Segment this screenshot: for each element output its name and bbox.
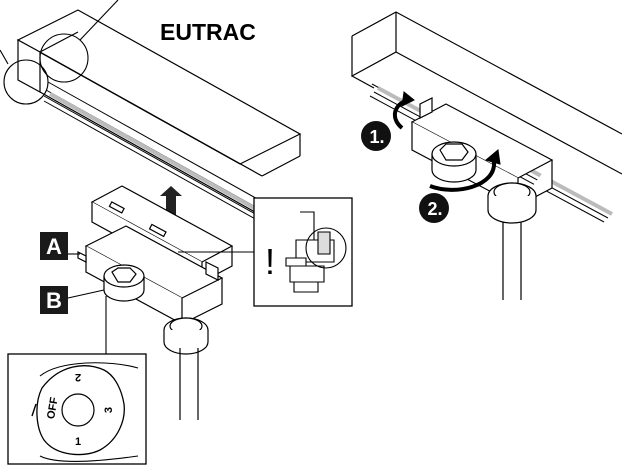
dial-pos-2: 2 (75, 371, 81, 383)
callout-circle-small (39, 33, 89, 83)
warning-mark: ! (265, 241, 275, 282)
callout-b: B (40, 286, 105, 314)
step-1-badge: 1. (361, 121, 391, 151)
dial-pos-1: 1 (75, 436, 81, 448)
step-2-label: 2. (427, 199, 442, 219)
dial-pos-3: 3 (103, 407, 115, 413)
callout-circle-large (3, 59, 49, 105)
dial-off-label: OFF (45, 396, 61, 420)
rotate-arrow-2-icon (429, 149, 501, 192)
adapter-right (410, 97, 554, 300)
brand-label: EUTRAC (160, 19, 256, 45)
step-2-badge: 2. (419, 193, 449, 223)
callout-b-label: B (46, 288, 62, 313)
track-end-left (16, 9, 302, 226)
track-right (351, 11, 622, 223)
step-1-label: 1. (369, 127, 384, 147)
insert-arrow-icon (160, 186, 182, 222)
warning-inset: ! (178, 197, 353, 307)
rotate-arrow-1-icon (392, 91, 415, 130)
dial-inset: OFF 2 3 1 (7, 353, 147, 465)
callout-a-label: A (46, 234, 62, 259)
knob-b (103, 264, 145, 302)
callout-a: A (40, 232, 80, 260)
